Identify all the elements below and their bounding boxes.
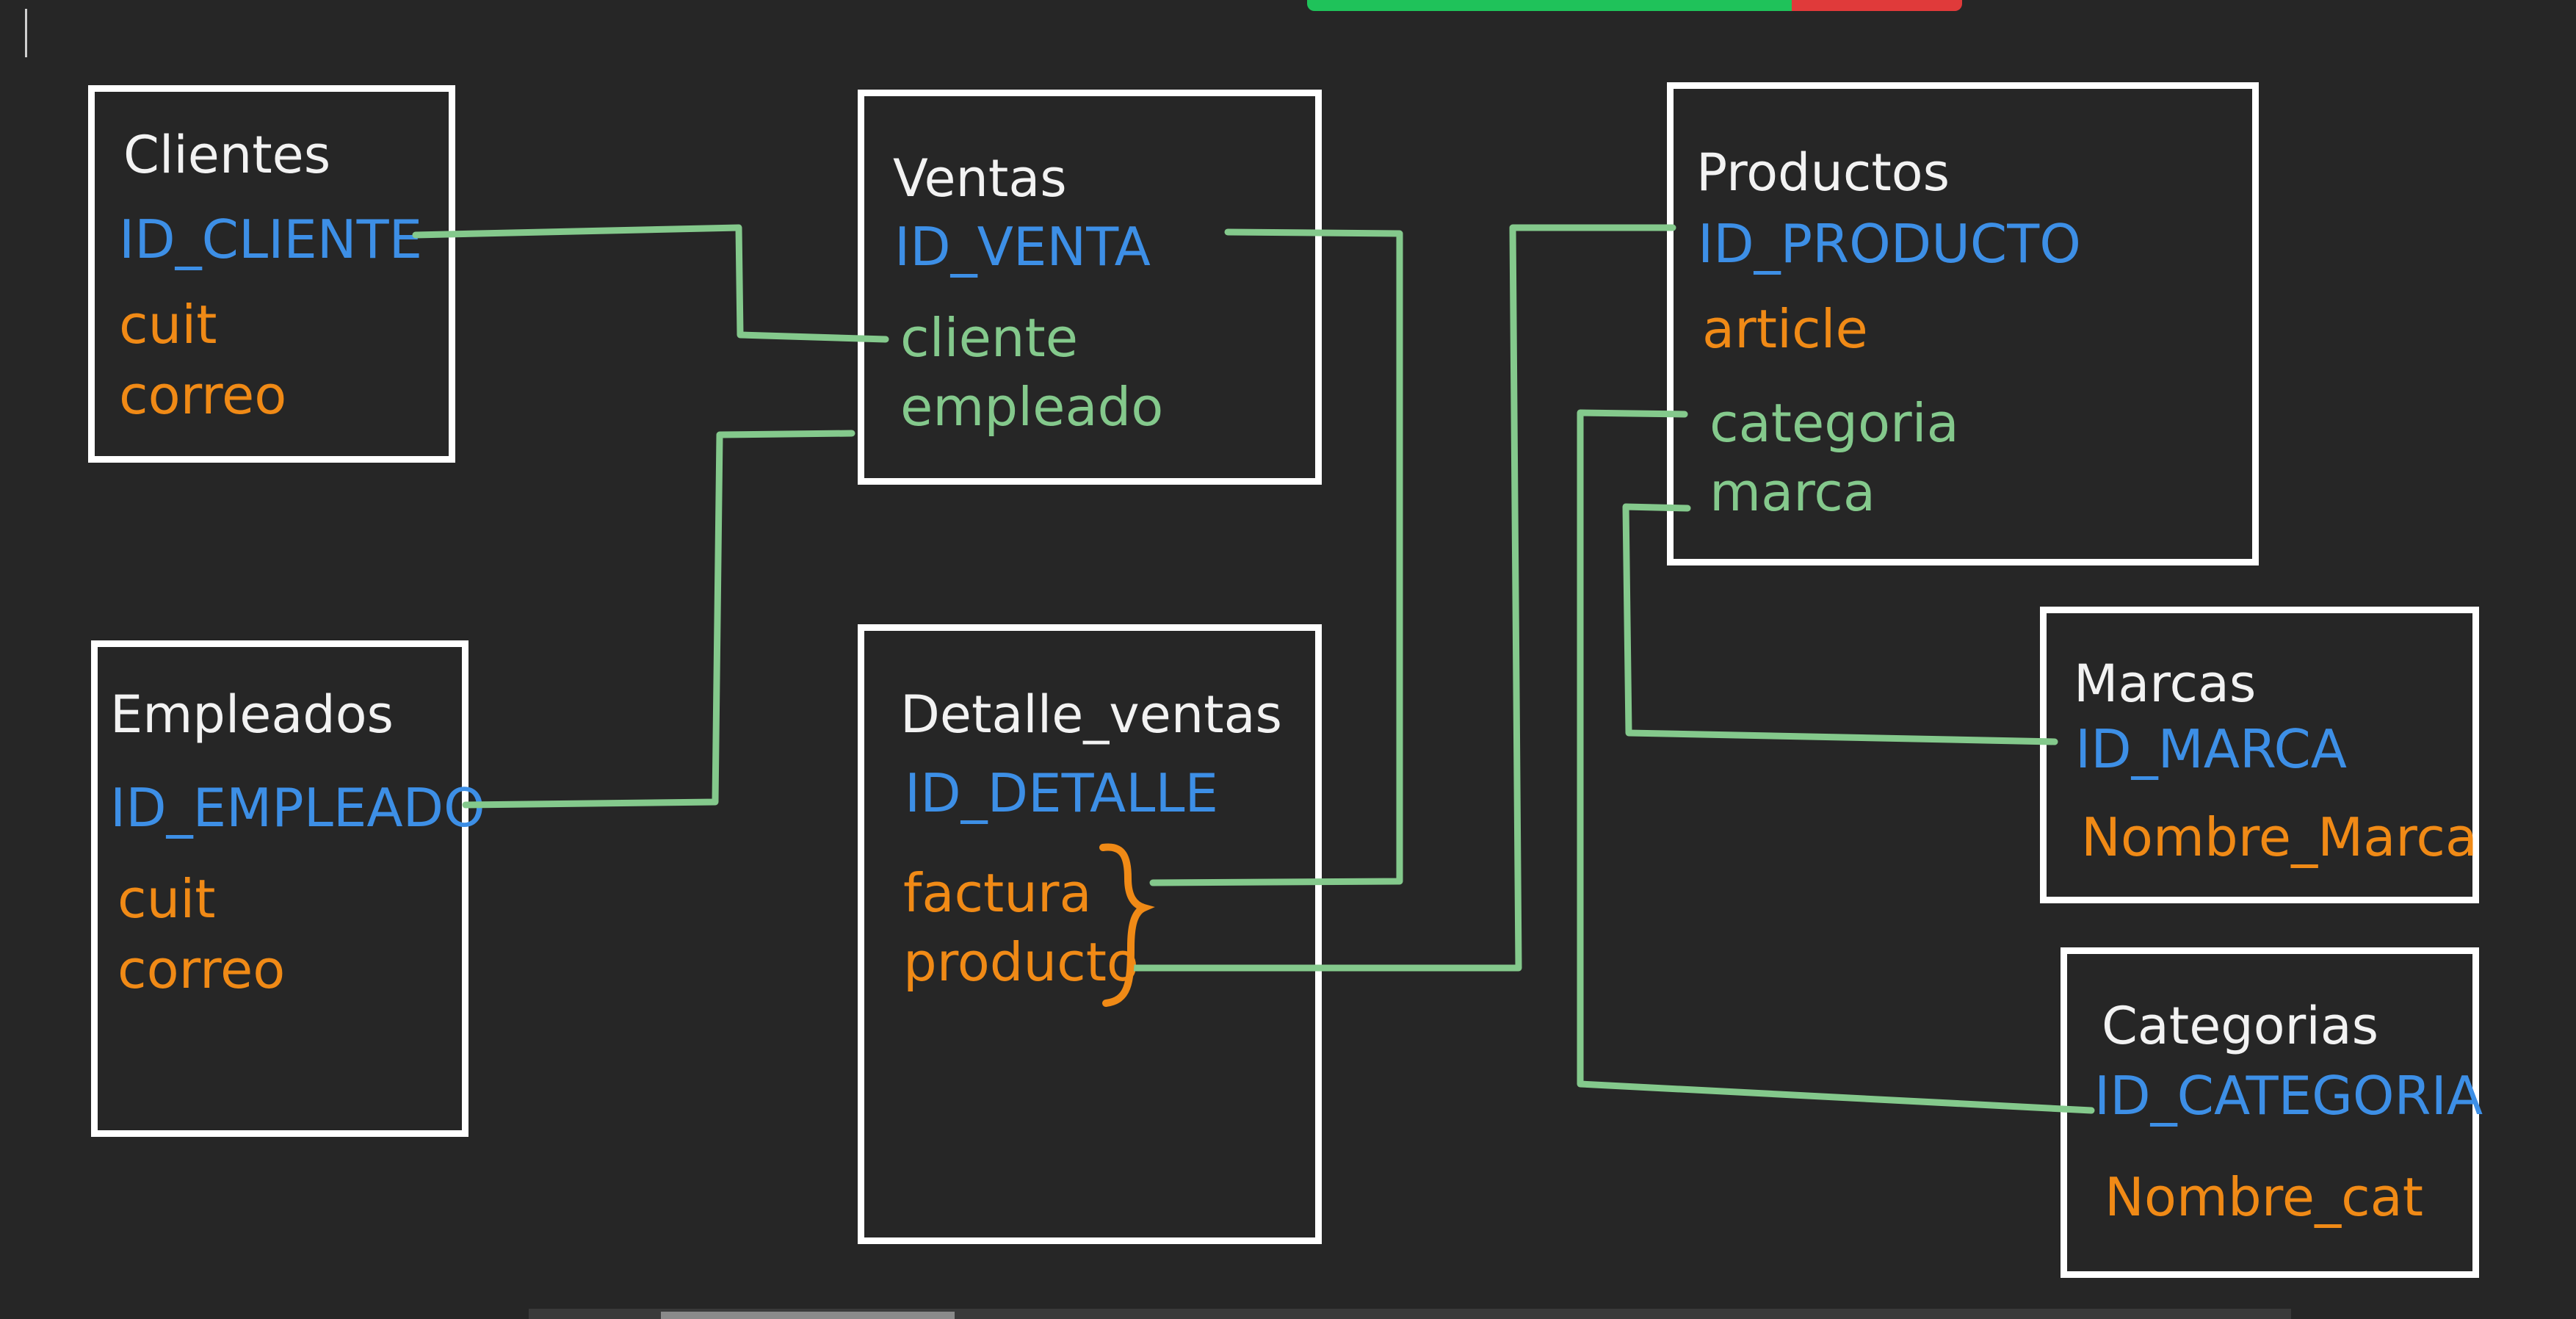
ventas-pk: ID_VENTA [894,216,1151,278]
entity-clientes[interactable] [88,85,455,463]
bottom-strip [529,1309,2291,1319]
entity-empleados[interactable] [91,640,468,1137]
detalle-attr-factura: factura [903,862,1092,924]
marcas-attr-nombre: Nombre_Marca [2081,806,2478,868]
marcas-pk: ID_MARCA [2075,718,2348,780]
clientes-attr-correo: correo [119,364,287,426]
productos-title: Productos [1696,142,1950,203]
detalle-title: Detalle_ventas [900,684,1282,745]
marcas-title: Marcas [2074,654,2257,714]
ventas-title: Ventas [893,148,1067,209]
categorias-title: Categorias [2102,996,2379,1056]
productos-fk-categoria: categoria [1710,392,1959,454]
productos-attr-article: article [1702,298,1868,360]
text-cursor [25,9,27,57]
categorias-attr-nombre: Nombre_cat [2105,1166,2424,1228]
status-bar-green [1307,0,1792,11]
empleados-attr-correo: correo [117,939,286,1000]
categorias-pk: ID_CATEGORIA [2094,1065,2483,1127]
connector-empleado [462,430,855,809]
productos-fk-marca: marca [1710,461,1875,523]
empleados-pk: ID_EMPLEADO [110,777,485,839]
detalle-attr-producto: producto [903,931,1139,993]
empleados-title: Empleados [110,684,394,745]
ventas-fk-empleado: empleado [900,376,1164,438]
bottom-strip-highlight [661,1312,955,1319]
clientes-title: Clientes [123,125,331,185]
empleados-attr-cuit: cuit [117,868,216,930]
productos-pk: ID_PRODUCTO [1698,213,2081,275]
entity-marcas[interactable] [2040,607,2479,903]
status-bar-red [1792,0,1962,11]
connector-cliente [412,224,889,343]
ventas-fk-cliente: cliente [900,307,1079,369]
clientes-pk: ID_CLIENTE [119,209,423,270]
detalle-pk: ID_DETALLE [905,762,1218,824]
clientes-attr-cuit: cuit [119,294,217,355]
